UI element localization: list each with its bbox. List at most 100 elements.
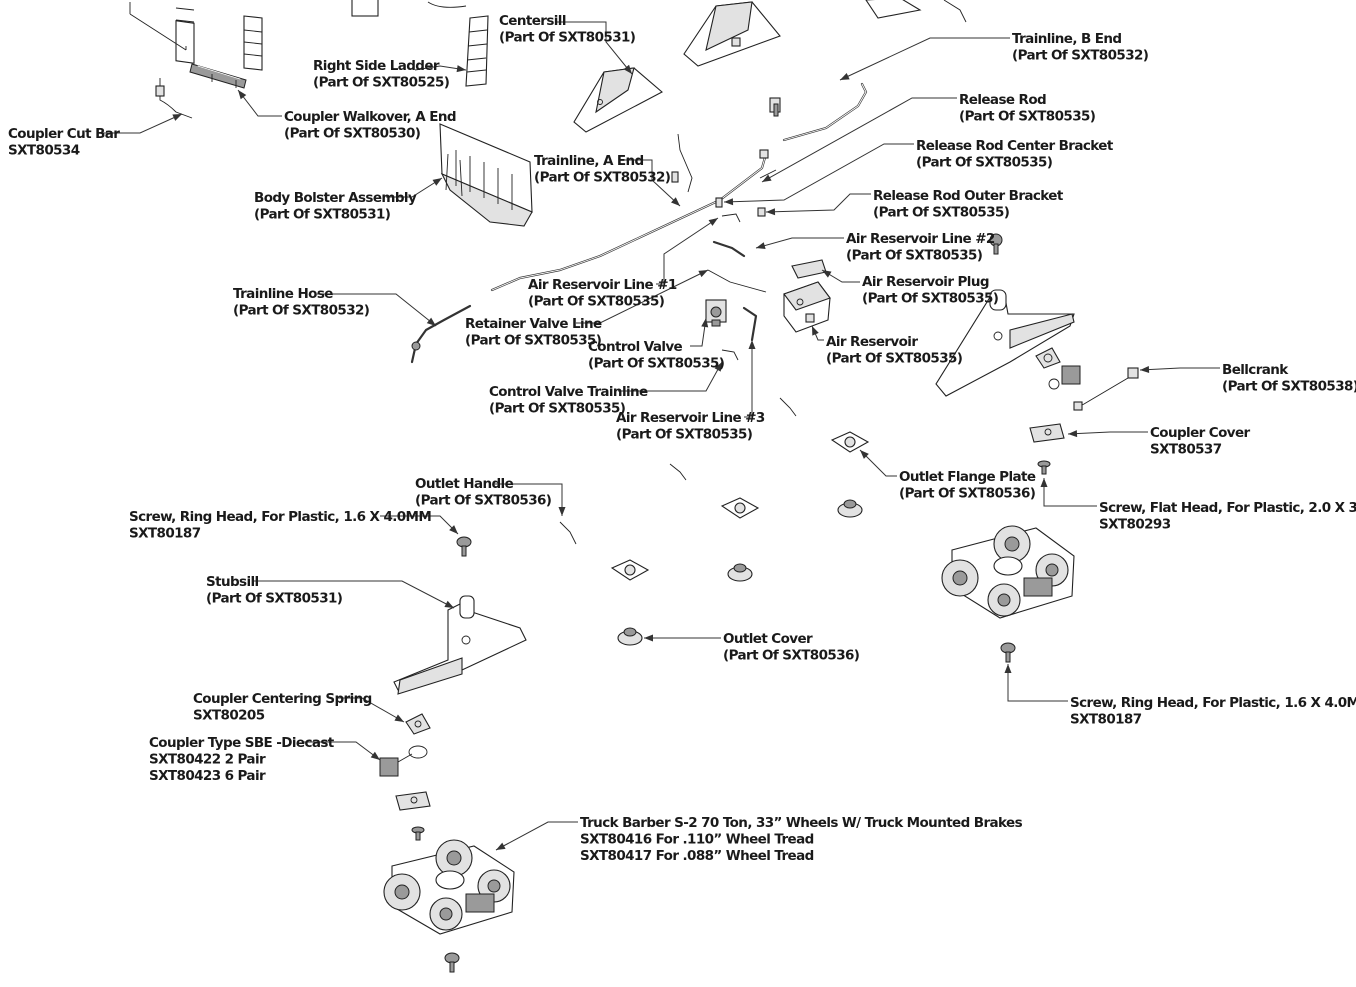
release-rod-drawing xyxy=(759,169,777,179)
arrowhead-trainline-a-end xyxy=(671,197,680,206)
label-control-valve-trainline: Control Valve Trainline(Part Of SXT80535… xyxy=(489,384,648,417)
leader-bellcrank xyxy=(1139,367,1220,371)
leader-screw-ring-head-right xyxy=(1007,664,1068,702)
label-release-rod: Release Rod(Part Of SXT80535) xyxy=(959,92,1096,125)
arrowhead-coupler-cut-bar xyxy=(172,114,182,121)
label-trainline-a-end-line: (Part Of SXT80532) xyxy=(534,170,671,186)
arrowhead-coupler-type-sbe xyxy=(370,751,380,760)
label-coupler-cut-bar-line: Coupler Cut Bar xyxy=(8,126,120,142)
leader-air-reservoir-line-1 xyxy=(656,217,719,285)
air-reservoir-lines-drawing xyxy=(707,240,767,361)
coupler-cover-left-drawing xyxy=(395,791,431,811)
leader-coupler-type-sbe xyxy=(302,741,381,761)
leader-outlet-handle xyxy=(494,483,563,516)
arrowhead-outlet-flange-plate xyxy=(860,450,869,459)
label-screw-ring-head-right-line: Screw, Ring Head, For Plastic, 1.6 X 4.0… xyxy=(1070,695,1356,711)
arrowhead-retainer-valve-line xyxy=(698,270,708,278)
label-coupler-walkover-a-end-line: Coupler Walkover, A End xyxy=(284,109,456,125)
label-air-reservoir-plug-line: (Part Of SXT80535) xyxy=(862,291,999,307)
flat-head-screw-left-drawing xyxy=(411,826,425,841)
label-trainline-hose: Trainline Hose(Part Of SXT80532) xyxy=(233,286,370,319)
label-truck-barber-line: SXT80417 For .088” Wheel Tread xyxy=(580,848,814,864)
label-release-rod-line: Release Rod xyxy=(959,92,1046,108)
arrowhead-outlet-cover xyxy=(644,634,653,642)
leader-control-valve-trainline xyxy=(618,361,723,392)
label-bellcrank-line: (Part Of SXT80538) xyxy=(1222,379,1356,395)
leader-air-reservoir-line-2 xyxy=(755,237,844,249)
arrowhead-air-reservoir xyxy=(812,326,819,336)
label-screw-flat-head-line: Screw, Flat Head, For Plastic, 2.0 X 3.0… xyxy=(1099,500,1356,516)
arrowhead-air-reservoir-line-3 xyxy=(748,340,756,349)
arrowhead-screw-ring-head-right xyxy=(1004,664,1012,673)
label-air-reservoir-line: Air Reservoir xyxy=(826,334,918,350)
bellcrank-drawing xyxy=(1073,367,1139,411)
label-air-reservoir-line-3: Air Reservoir Line #3(Part Of SXT80535) xyxy=(616,410,765,443)
air-reservoir-drawing xyxy=(783,281,831,333)
leader-coupler-cut-bar xyxy=(103,113,183,134)
outlet-parts-drawing xyxy=(559,397,870,646)
label-coupler-centering-spring-line: SXT80205 xyxy=(193,708,265,724)
ring-head-screw-left-drawing xyxy=(456,536,472,557)
arrowhead-trainline-hose xyxy=(426,317,436,326)
label-control-valve-trainline-line: Control Valve Trainline xyxy=(489,384,648,400)
leader-coupler-centering-spring xyxy=(338,697,405,723)
label-trainline-b-end-line: Trainline, B End xyxy=(1012,31,1121,47)
label-outlet-handle-line: Outlet Handle xyxy=(415,476,514,492)
label-control-valve-line: (Part Of SXT80535) xyxy=(588,356,725,372)
ring-head-screw-right-drawing xyxy=(1000,642,1016,663)
left-ladder-top-drawing xyxy=(129,2,195,64)
label-release-rod-center-bracket-line: Release Rod Center Bracket xyxy=(916,138,1114,154)
ring-head-screw-bottom-drawing xyxy=(444,952,460,973)
label-release-rod-outer-bracket-line: (Part Of SXT80535) xyxy=(873,205,1010,221)
release-rod-brackets-drawing xyxy=(715,197,766,223)
label-trainline-a-end: Trainline, A End(Part Of SXT80532) xyxy=(534,153,671,186)
label-release-rod-outer-bracket: Release Rod Outer Bracket(Part Of SXT805… xyxy=(873,188,1064,221)
leader-release-rod-center-bracket xyxy=(723,143,914,203)
label-release-rod-line: (Part Of SXT80535) xyxy=(959,109,1096,125)
label-bellcrank: Bellcrank(Part Of SXT80538) xyxy=(1222,362,1356,395)
leader-lines xyxy=(103,21,1220,851)
trainline-hose-drawing xyxy=(410,304,472,364)
arrowhead-bellcrank xyxy=(1140,366,1150,374)
label-centersill: Centersill(Part Of SXT80531) xyxy=(499,13,636,46)
leader-outlet-flange-plate xyxy=(859,449,897,477)
label-outlet-flange-plate-line: (Part Of SXT80536) xyxy=(899,486,1036,502)
arrowhead-air-reservoir-line-2 xyxy=(756,242,766,249)
label-centersill-line: Centersill xyxy=(499,13,566,29)
trainline-b-end-drawing xyxy=(782,82,868,142)
label-air-reservoir-line-3-line: Air Reservoir Line #3 xyxy=(616,410,765,426)
label-air-reservoir-plug-line: Air Reservoir Plug xyxy=(862,274,989,290)
label-air-reservoir-plug: Air Reservoir Plug(Part Of SXT80535) xyxy=(862,274,999,307)
label-screw-ring-head-left-line: SXT80187 xyxy=(129,526,201,542)
label-outlet-flange-plate: Outlet Flange Plate(Part Of SXT80536) xyxy=(899,469,1036,502)
label-body-bolster-assembly: Body Bolster Assembly(Part Of SXT80531) xyxy=(254,190,417,223)
label-coupler-type-sbe-line: SXT80422 2 Pair xyxy=(149,752,266,768)
centering-spring-drawing xyxy=(405,713,431,735)
label-body-bolster-assembly-line: (Part Of SXT80531) xyxy=(254,207,391,223)
label-coupler-cover-line: SXT80537 xyxy=(1150,442,1222,458)
label-right-side-ladder-line: Right Side Ladder xyxy=(313,58,440,74)
label-screw-ring-head-right: Screw, Ring Head, For Plastic, 1.6 X 4.0… xyxy=(1070,695,1356,728)
leader-trainline-b-end xyxy=(839,37,1010,81)
leader-release-rod-outer-bracket xyxy=(765,193,871,213)
label-truck-barber-line: SXT80416 For .110” Wheel Tread xyxy=(580,832,814,848)
label-retainer-valve-line-line: (Part Of SXT80535) xyxy=(465,333,602,349)
label-screw-flat-head: Screw, Flat Head, For Plastic, 2.0 X 3.0… xyxy=(1099,500,1356,533)
leader-centersill xyxy=(555,21,633,75)
label-stubsill-line: Stubsill xyxy=(206,574,259,590)
leader-coupler-walkover-a-end xyxy=(237,89,282,117)
label-coupler-centering-spring-line: Coupler Centering Spring xyxy=(193,691,372,707)
arrowhead-screw-ring-head-left xyxy=(449,525,458,534)
leader-coupler-cover xyxy=(1067,431,1148,435)
leader-stubsill xyxy=(252,580,455,609)
label-trainline-hose-line: (Part Of SXT80532) xyxy=(233,303,370,319)
label-outlet-cover: Outlet Cover(Part Of SXT80536) xyxy=(723,631,860,664)
label-right-side-ladder: Right Side Ladder(Part Of SXT80525) xyxy=(313,58,450,91)
label-right-side-ladder-line: (Part Of SXT80525) xyxy=(313,75,450,91)
label-screw-ring-head-left-line: Screw, Ring Head, For Plastic, 1.6 X 4.0… xyxy=(129,509,431,525)
arrowhead-right-side-ladder xyxy=(456,65,466,73)
leader-screw-flat-head xyxy=(1043,478,1097,507)
truck-right-drawing xyxy=(941,525,1075,619)
label-outlet-cover-line: Outlet Cover xyxy=(723,631,813,647)
